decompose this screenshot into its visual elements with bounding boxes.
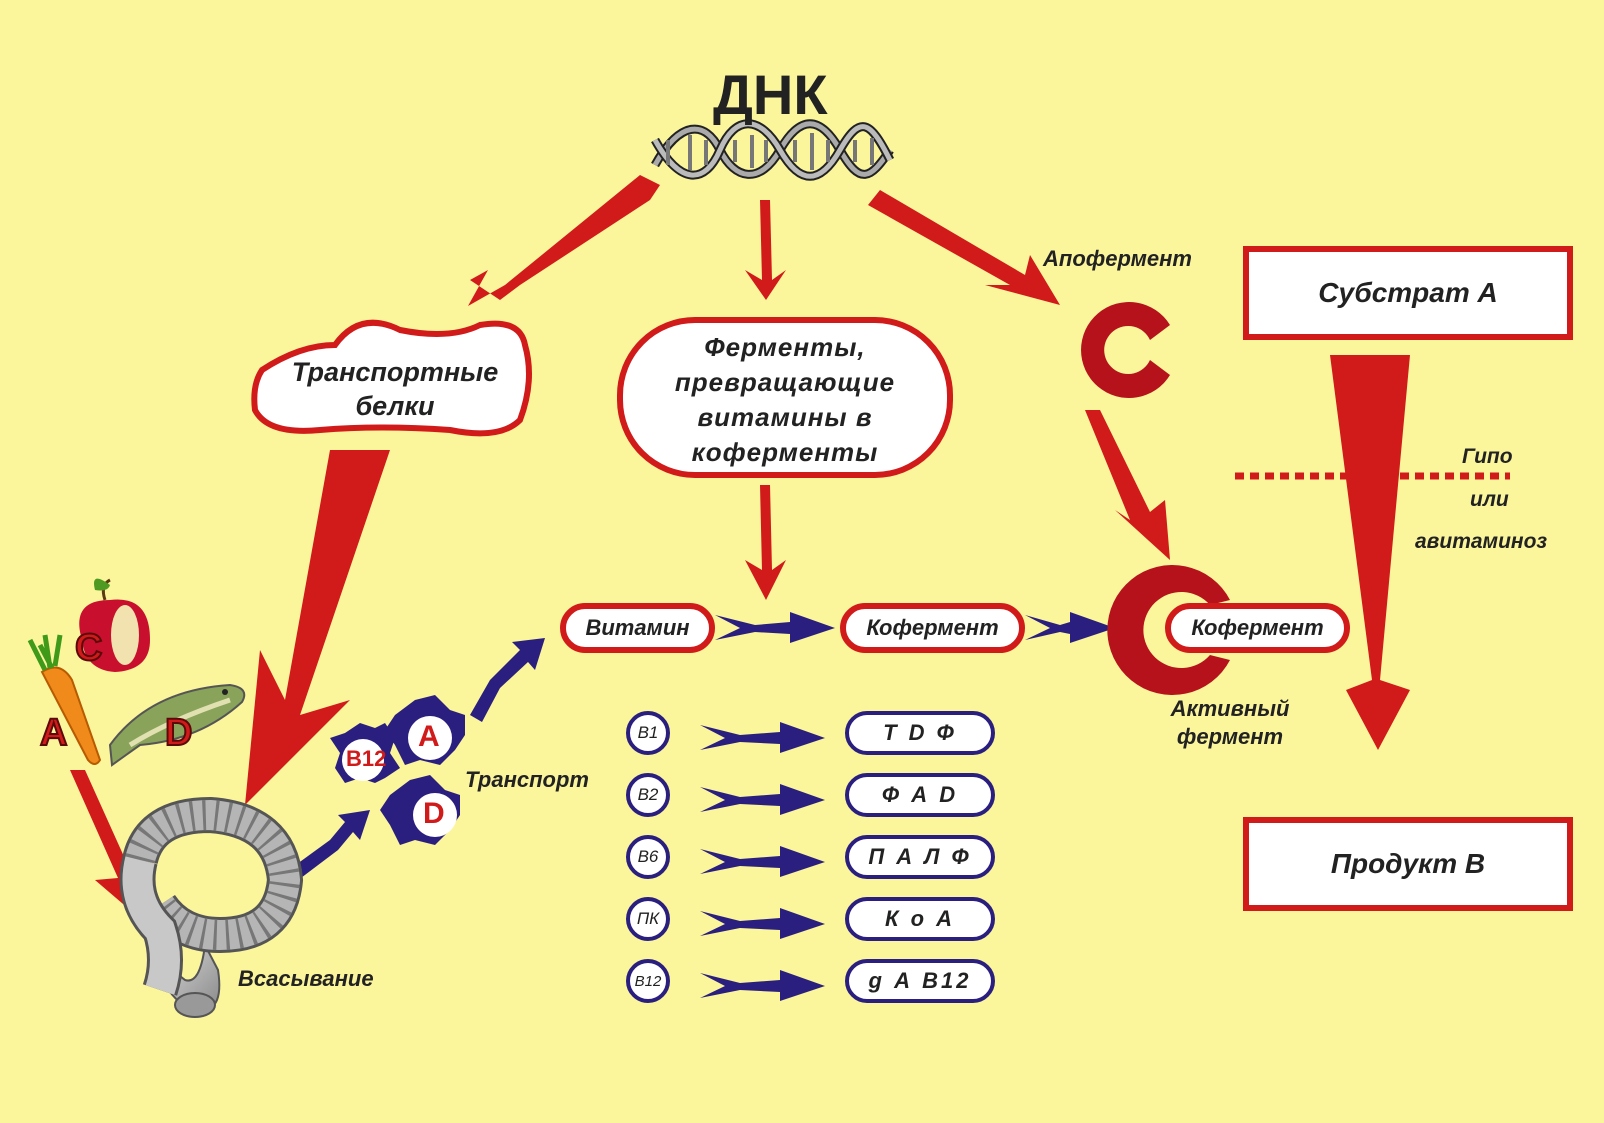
dna-helix-icon <box>651 119 895 181</box>
coenzyme-pill-palf: П А Л Ф <box>845 835 995 879</box>
apoenzyme-icon <box>1081 302 1170 398</box>
active-enzyme-icon <box>1107 565 1230 695</box>
transport-badges <box>330 695 465 845</box>
vitamin-circle-b12: B12 <box>626 959 670 1003</box>
arrow-transport-to-intestine <box>245 450 390 805</box>
intestine-icon <box>119 796 304 1018</box>
transport-label: Транспорт <box>465 767 589 792</box>
arrow-dna-to-apoenzyme <box>868 190 1060 305</box>
coenzyme-pill-fad: Ф А D <box>845 773 995 817</box>
coenzyme-pill-koa: К о А <box>845 897 995 941</box>
badge-b12-label: B12 <box>346 746 387 771</box>
badge-d-label: D <box>423 797 445 830</box>
coenzyme-pill-gab12: g А B12 <box>845 959 995 1003</box>
enzymes-label: Ферменты, превращающие витамины в коферм… <box>674 332 896 467</box>
page-title: ДНК <box>713 63 828 126</box>
absorption-label: Всасывание <box>238 966 374 991</box>
fish-icon <box>108 683 246 767</box>
active-enzyme-label: Активный фермент <box>1170 696 1290 749</box>
vitamin-pill: Витамин <box>560 603 715 653</box>
arrow-vitamin-to-coenzyme <box>715 612 835 643</box>
arrow-coenzyme-to-active <box>1025 612 1115 643</box>
vitamin-circle-b1: B1 <box>626 711 670 755</box>
vitamin-circle-pk: ПК <box>626 897 670 941</box>
transport-proteins-label: Транспортные белки <box>291 357 499 421</box>
apple-icon <box>79 578 150 672</box>
substrate-box: Субстрат А <box>1243 246 1573 340</box>
badge-a <box>385 695 465 765</box>
arrow-enzymes-to-vitamin <box>745 485 786 600</box>
vitamin-circle-b6: B6 <box>626 835 670 879</box>
food-vitamin-letters: C A D <box>39 626 193 755</box>
arrow-substrate-to-product <box>1330 355 1410 750</box>
hypo-label: Гипо <box>1462 445 1513 468</box>
vitamin-circle-b2: B2 <box>626 773 670 817</box>
arrow-dna-to-transport <box>468 175 660 306</box>
vitamin-d-letter: D <box>165 712 192 754</box>
arrow-dna-to-enzymes <box>745 200 786 300</box>
red-arrows <box>70 175 1410 910</box>
vitamin-c-letter: C <box>75 627 102 669</box>
badge-d <box>380 775 460 845</box>
active-coenzyme-pill: Кофермент <box>1165 603 1350 653</box>
transport-proteins-shape <box>251 319 532 437</box>
table-arrows <box>700 722 825 1001</box>
or-label: или <box>1470 488 1509 511</box>
coenzyme-pill: Кофермент <box>840 603 1025 653</box>
enzymes-shape <box>617 317 953 478</box>
apoenzyme-label: Апофермент <box>1043 246 1192 271</box>
arrow-apo-to-active <box>1085 410 1170 560</box>
carrot-icon <box>27 634 102 765</box>
arrow-transport-to-vitamin <box>470 638 545 722</box>
product-box: Продукт В <box>1243 817 1573 911</box>
badge-b12 <box>330 723 400 783</box>
badge-a-label: A <box>418 720 440 753</box>
avitaminosis-label: авитаминоз <box>1415 530 1548 553</box>
coenzyme-pill-tdf: Т D Ф <box>845 711 995 755</box>
vitamin-a-letter: A <box>40 712 67 754</box>
